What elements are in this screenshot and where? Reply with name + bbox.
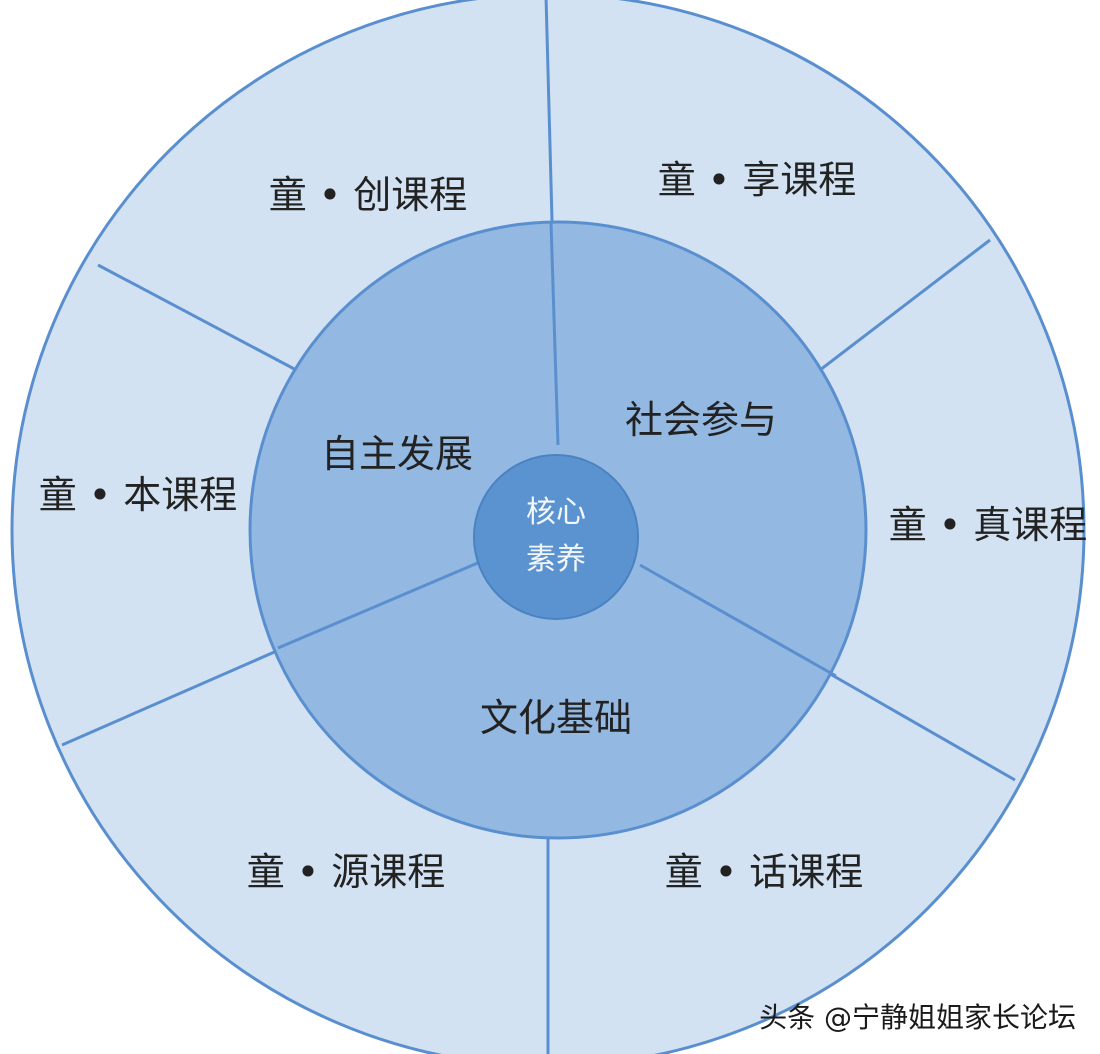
outer-label-root: 童 • 本课程 [39,473,238,517]
outer-label-source: 童 • 源课程 [247,850,446,894]
divider-upper-right [819,238,991,372]
divider-upper-left [97,263,301,374]
core-circle [473,454,639,620]
core-label-line2: 素养 [526,542,586,577]
outer-label-talk: 童 • 话课程 [665,850,864,894]
middle-label-autonomy: 自主发展 [321,432,473,476]
middle-label-culture: 文化基础 [480,696,632,740]
middle-label-social: 社会参与 [625,398,777,442]
middle-dividers [277,221,837,678]
middle-divider-right [639,563,837,678]
watermark: 头条 @宁静姐姐家长论坛 [759,1001,1076,1034]
outer-label-enjoy: 童 • 享课程 [658,158,857,202]
outer-label-create: 童 • 创课程 [269,173,468,217]
core-label-line1: 核心 [526,495,586,530]
outer-label-true: 童 • 真课程 [889,503,1088,547]
middle-divider-left [277,560,481,650]
middle-divider-top [549,221,560,446]
